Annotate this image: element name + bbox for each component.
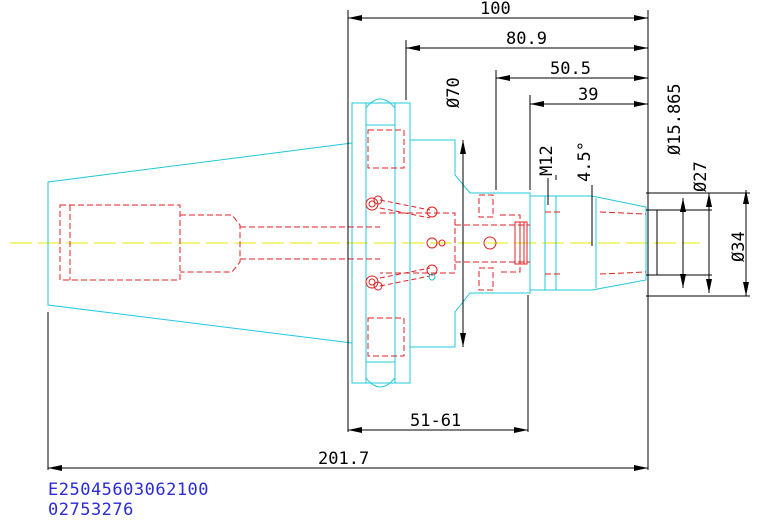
dim-51-61: 51-61 xyxy=(410,411,461,431)
part-code-line1: E25045603062100 xyxy=(48,480,210,500)
dim-39: 39 xyxy=(578,85,598,105)
hidden-features xyxy=(59,129,647,357)
arrowheads xyxy=(48,15,749,471)
dim-dia15-865: Ø15.865 xyxy=(665,83,685,155)
dim-dia70: Ø70 xyxy=(444,77,464,108)
dim-angle: 4.5° xyxy=(575,141,595,182)
part-code-line2: 02753276 xyxy=(48,500,134,520)
dimension-lines xyxy=(47,10,750,470)
dim-m12: M12 xyxy=(537,145,557,176)
dim-50-5: 50.5 xyxy=(550,59,591,79)
drill-holes xyxy=(365,195,528,291)
dim-80-9: 80.9 xyxy=(506,29,547,49)
dim-201-7: 201.7 xyxy=(318,449,369,469)
dim-100: 100 xyxy=(480,0,511,19)
dim-dia27: Ø27 xyxy=(691,161,711,192)
dim-dia34: Ø34 xyxy=(729,231,749,262)
